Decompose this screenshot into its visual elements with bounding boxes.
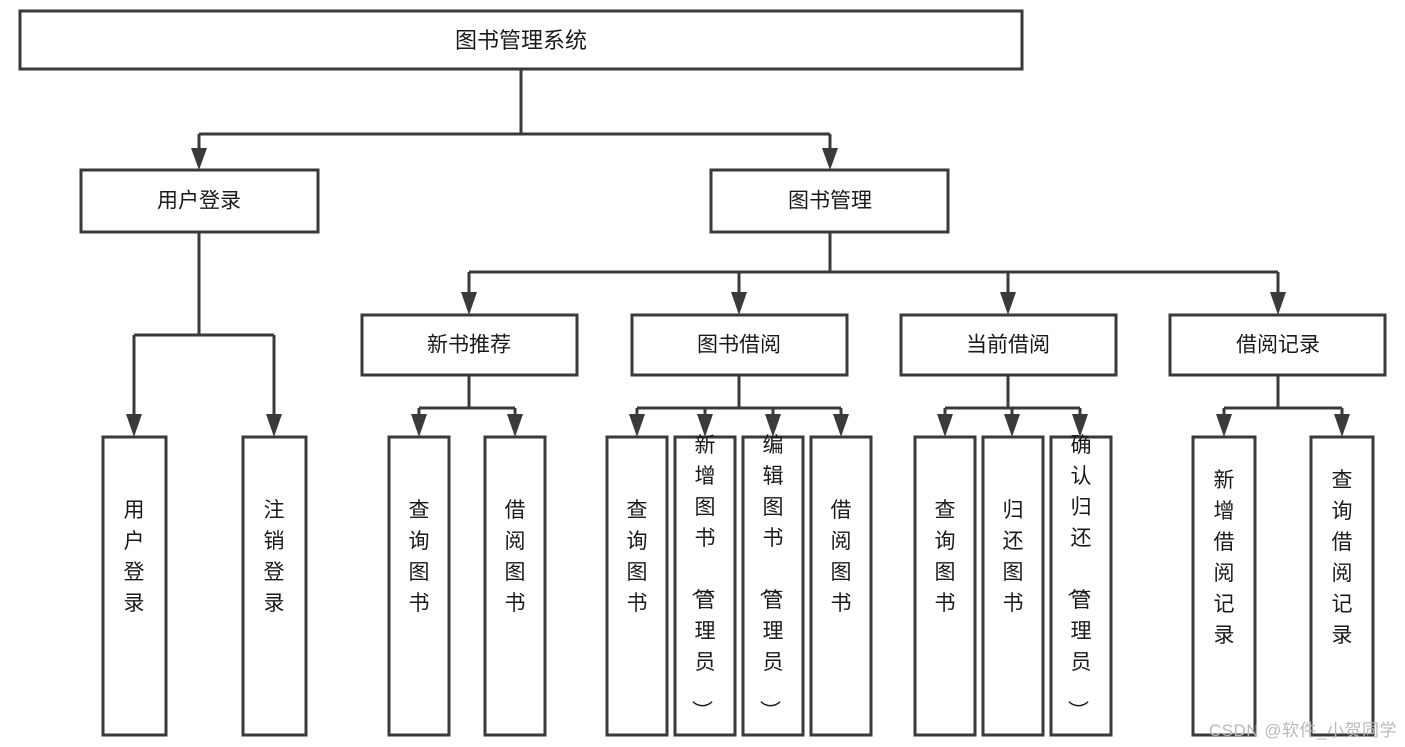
arrowhead-to-leaf-return-book bbox=[1004, 414, 1020, 437]
edge-borrowrecord-to-leaves-trunk bbox=[1222, 375, 1344, 420]
leaf-add-record-label: 新增借阅记录 bbox=[1214, 469, 1235, 647]
leaf-add-book[interactable]: 新增图书（管理员） bbox=[673, 434, 737, 737]
arrowhead-to-leaf-borrow-book-1 bbox=[507, 414, 523, 437]
leaf-query-record[interactable]: 查询借阅记录 bbox=[1309, 435, 1375, 737]
leaf-return-book-box[interactable] bbox=[981, 435, 1045, 737]
leaf-confirm-return-label: 确认归还（管理员） bbox=[1066, 434, 1092, 721]
arrowhead-to-user-login bbox=[191, 148, 207, 170]
node-borrow-record-label: 借阅记录 bbox=[1236, 334, 1320, 357]
leaf-user-login-label: 用户登录 bbox=[124, 499, 145, 615]
node-root[interactable]: 图书管理系统 bbox=[18, 9, 1024, 71]
arrowhead-to-leaf-query-book-2 bbox=[629, 414, 645, 437]
leaf-user-login[interactable]: 用户登录 bbox=[101, 435, 168, 737]
leaf-return-book-label: 归还图书 bbox=[1003, 499, 1024, 615]
edge-bookborrow-to-leaves-trunk bbox=[635, 375, 843, 420]
leaf-query-book-current-label: 查询图书 bbox=[935, 499, 956, 615]
leaf-query-record-label: 查询借阅记录 bbox=[1332, 469, 1353, 647]
node-borrow-record-box[interactable] bbox=[1168, 313, 1387, 377]
leaf-logout-box[interactable] bbox=[241, 435, 308, 737]
leaf-add-record-box[interactable] bbox=[1191, 435, 1257, 737]
leaf-add-book-label: 新增图书（管理员） bbox=[690, 434, 716, 721]
arrowhead-to-new-book bbox=[461, 292, 477, 315]
leaf-confirm-return[interactable]: 确认归还（管理员） bbox=[1049, 434, 1113, 737]
arrowhead-to-leaf-add-book bbox=[697, 414, 713, 437]
edge-root-to-level2-trunk bbox=[197, 69, 832, 156]
arrowhead-to-leaf-borrow-book-2 bbox=[833, 414, 849, 437]
arrowhead-to-leaf-query-record bbox=[1334, 414, 1350, 437]
arrowhead-to-book-manage bbox=[822, 148, 838, 170]
arrowhead-to-leaf-user-login bbox=[126, 414, 142, 437]
leaf-query-record-box[interactable] bbox=[1309, 435, 1375, 737]
leaf-add-record[interactable]: 新增借阅记录 bbox=[1191, 435, 1257, 737]
arrowhead-to-leaf-edit-book bbox=[765, 414, 781, 437]
arrowhead-to-leaf-query-book-3 bbox=[937, 414, 953, 437]
leaf-query-book-recommend-label: 查询图书 bbox=[409, 499, 430, 615]
leaf-borrow-book[interactable]: 借阅图书 bbox=[809, 435, 873, 737]
leaf-add-book-box[interactable] bbox=[673, 435, 737, 737]
leaf-query-book-current-box[interactable] bbox=[913, 435, 977, 737]
node-user-login-box[interactable] bbox=[79, 168, 320, 234]
edge-bookmanage-to-level3-trunk bbox=[467, 232, 1280, 300]
node-current-borrow-box[interactable] bbox=[899, 313, 1118, 377]
node-current-borrow-label: 当前借阅 bbox=[966, 334, 1050, 357]
node-current-borrow[interactable]: 当前借阅 bbox=[899, 313, 1118, 377]
leaf-query-book-borrow-label: 查询图书 bbox=[627, 499, 648, 615]
connector-layer bbox=[126, 69, 1350, 437]
edge-currentborrow-to-leaves-trunk bbox=[943, 375, 1082, 420]
arrowhead-to-leaf-logout bbox=[266, 414, 282, 437]
leaf-return-book[interactable]: 归还图书 bbox=[981, 435, 1045, 737]
arrowhead-to-borrow-record bbox=[1270, 292, 1286, 315]
node-book-manage-label: 图书管理 bbox=[788, 190, 872, 213]
leaf-logout-label: 注销登录 bbox=[264, 499, 285, 615]
node-root-box[interactable] bbox=[18, 9, 1024, 71]
node-new-book-recommend-box[interactable] bbox=[360, 313, 579, 377]
leaf-confirm-return-box[interactable] bbox=[1049, 435, 1113, 737]
node-root-label: 图书管理系统 bbox=[455, 28, 587, 53]
arrowhead-to-current-borrow bbox=[1000, 292, 1016, 315]
node-user-login-label: 用户登录 bbox=[157, 190, 241, 213]
edge-userlogin-to-leaves-trunk bbox=[132, 232, 276, 420]
node-book-borrow-box[interactable] bbox=[630, 313, 849, 377]
leaf-edit-book[interactable]: 编辑图书（管理员） bbox=[741, 434, 805, 737]
leaf-edit-book-label: 编辑图书（管理员） bbox=[758, 434, 784, 721]
leaf-query-book-borrow[interactable]: 查询图书 bbox=[605, 435, 669, 737]
leaf-logout[interactable]: 注销登录 bbox=[241, 435, 308, 737]
leaf-borrow-book-box[interactable] bbox=[809, 435, 873, 737]
node-new-book-recommend-label: 新书推荐 bbox=[427, 334, 511, 357]
edge-newbook-to-leaves-trunk bbox=[417, 375, 517, 420]
node-book-manage-box[interactable] bbox=[709, 168, 950, 234]
leaf-borrow-book-recommend[interactable]: 借阅图书 bbox=[483, 435, 547, 737]
arrowhead-to-leaf-add-record bbox=[1216, 414, 1232, 437]
arrowhead-to-book-borrow bbox=[731, 292, 747, 315]
node-borrow-record[interactable]: 借阅记录 bbox=[1168, 313, 1387, 377]
arrowhead-to-leaf-confirm-return bbox=[1072, 414, 1088, 437]
leaf-borrow-book-recommend-label: 借阅图书 bbox=[505, 499, 526, 615]
node-book-manage[interactable]: 图书管理 bbox=[709, 168, 950, 234]
leaf-query-book-recommend[interactable]: 查询图书 bbox=[387, 435, 451, 737]
node-user-login[interactable]: 用户登录 bbox=[79, 168, 320, 234]
leaf-edit-book-box[interactable] bbox=[741, 435, 805, 737]
arrowhead-to-leaf-query-book-1 bbox=[411, 414, 427, 437]
node-book-borrow-label: 图书借阅 bbox=[697, 334, 781, 357]
leaf-query-book-recommend-box[interactable] bbox=[387, 435, 451, 737]
node-new-book-recommend[interactable]: 新书推荐 bbox=[360, 313, 579, 377]
leaf-query-book-borrow-box[interactable] bbox=[605, 435, 669, 737]
leaf-borrow-book-label: 借阅图书 bbox=[831, 499, 852, 615]
leaf-borrow-book-recommend-box[interactable] bbox=[483, 435, 547, 737]
leaf-query-book-current[interactable]: 查询图书 bbox=[913, 435, 977, 737]
leaf-user-login-box[interactable] bbox=[101, 435, 168, 737]
node-book-borrow[interactable]: 图书借阅 bbox=[630, 313, 849, 377]
